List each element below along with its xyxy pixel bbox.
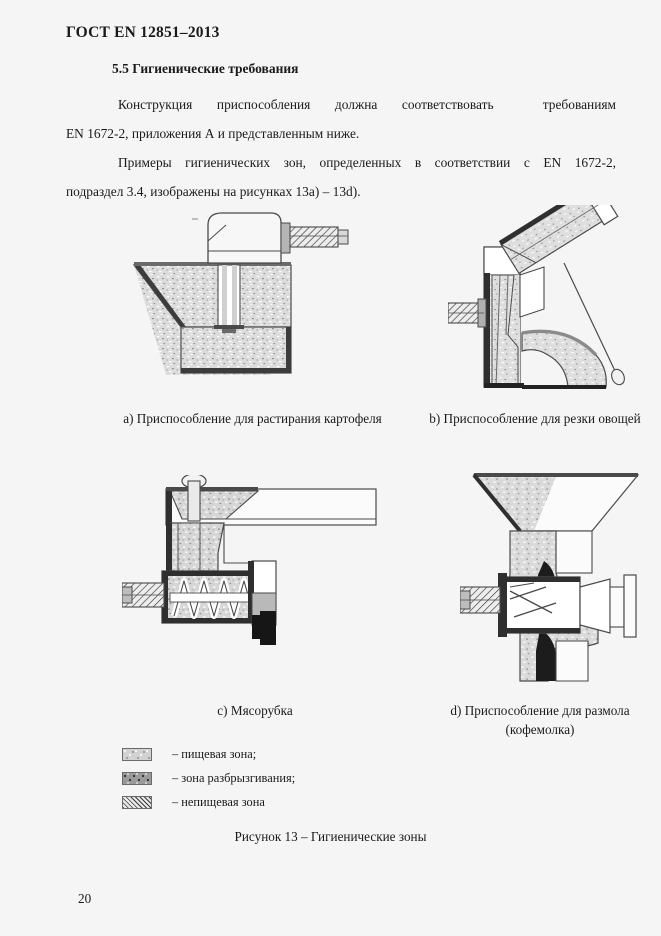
paragraph-1: Конструкция приспособления должна соотве… [66,90,616,148]
figure-13-title: Рисунок 13 – Гигиенические зоны [234,829,427,844]
paragraph-2: Примеры гигиенических зон, определенных … [66,148,616,206]
non-food-zone-label: – непищевая зона [172,794,265,809]
figure-a-potato-masher-drawing [126,205,376,400]
figure-b-caption: b) Приспособление для резки овощей [429,411,641,426]
figure-c-caption: c) Мясорубка [217,703,293,718]
figure-d-caption: d) Приспособление для размола (кофемолка… [450,703,630,737]
figure-a-caption: a) Приспособление для растирания картофе… [123,411,382,426]
legend-row-splash-zone: – зона разбрызгивания; [122,766,295,790]
splash-zone-label: – зона разбрызгивания; [172,770,296,785]
figure-d-coffee-grinder-drawing [460,465,650,685]
food-zone-label: – пищевая зона; [172,746,257,761]
food-zone-swatch [122,747,152,761]
legend-row-food-zone: – пищевая зона; [122,742,295,766]
splash-zone-swatch [122,771,152,785]
legend-row-non-food-zone: – непищевая зона [122,790,295,814]
figure-b-vegetable-cutter-drawing [448,205,653,400]
section-heading-5-5: 5.5 Гигиенические требования [112,61,299,76]
page-number: 20 [78,891,92,906]
figure-c-meat-grinder-drawing [122,475,392,655]
paragraph-2-line-1: Примеры гигиенических зон, определенных … [118,155,616,170]
hygiene-zone-legend: – пищевая зона; – зона разбрызгивания; –… [122,742,295,814]
paragraph-1-line-1: Конструкция приспособления должна соотве… [118,97,616,112]
paragraph-1-line-2: EN 1672-2, приложения А и представленным… [66,126,360,141]
paragraph-2-line-2: подраздел 3.4, изображены на рисунках 13… [66,184,361,199]
non-food-zone-swatch [122,795,152,809]
document-standard-header: ГОСТ EN 12851–2013 [66,24,220,41]
